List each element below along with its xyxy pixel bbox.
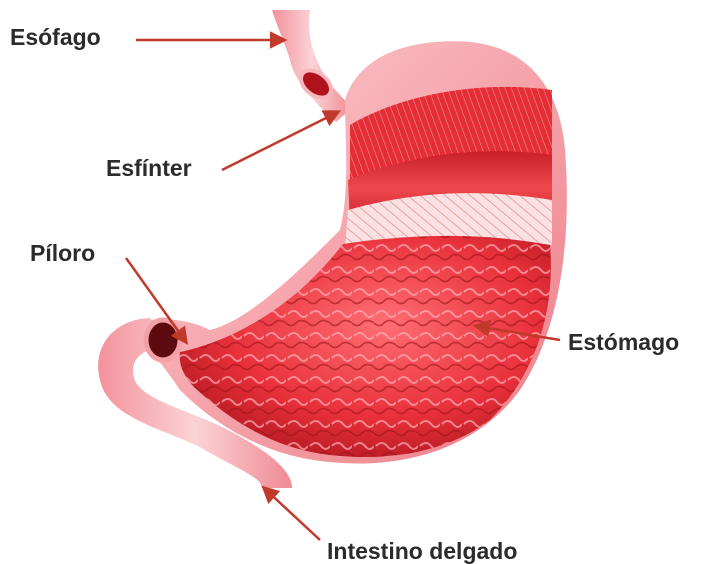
label-esfinter: Esfínter: [106, 157, 192, 180]
label-estomago: Estómago: [568, 331, 679, 354]
esophagus-tube: [272, 10, 352, 122]
label-piloro: Píloro: [30, 242, 95, 265]
pointer-intestino: [264, 488, 320, 540]
pointer-esfinter: [222, 112, 338, 170]
label-esofago: Esófago: [10, 26, 101, 49]
